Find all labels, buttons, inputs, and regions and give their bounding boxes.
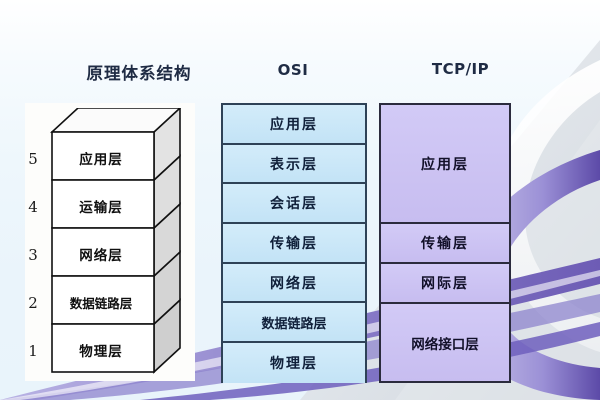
slab-front-5 [51, 131, 155, 181]
principle-3d-stack: 应用层 运输层 网络层 数据链路层 物理层 [50, 108, 190, 376]
osi-layer-stack: 应用层 表示层 会话层 传输层 网络层 数据链路层 物理层 [221, 103, 367, 383]
principle-layer-number-4: 4 [28, 198, 38, 216]
slab-front-2 [51, 275, 155, 325]
osi-layer-row-application: 应用层 [223, 105, 365, 145]
osi-layer-label-network: 网络层 [270, 275, 318, 292]
principle-layer-label-4: 运输层 [79, 200, 123, 216]
tcpip-layer-row-internet: 网际层 [381, 264, 509, 304]
osi-layer-row-network: 网络层 [223, 263, 365, 304]
principle-layer-label-2: 数据链路层 [69, 296, 133, 311]
osi-layer-label-session: 会话层 [270, 196, 318, 213]
principle-layer-label-5: 应用层 [79, 152, 123, 168]
principle-column-heading: 原理体系结构 [86, 64, 192, 83]
tcpip-layer-row-network-interface: 网络接口层 [381, 304, 509, 381]
tcpip-layer-label-transport: 传输层 [421, 236, 469, 252]
tcpip-layer-row-application: 应用层 [381, 105, 509, 224]
stack-svg [50, 108, 182, 374]
osi-column-heading: OSI [277, 61, 309, 79]
principle-layer-number-2: 2 [28, 294, 38, 312]
osi-layer-label-presentation: 表示层 [270, 156, 318, 173]
principle-layer-number-3: 3 [28, 246, 38, 264]
tcpip-column-heading: TCP/IP [431, 60, 490, 78]
slab-front-1 [51, 323, 155, 373]
tcpip-layer-label-application: 应用层 [421, 156, 469, 173]
principle-layer-number-5: 5 [28, 150, 38, 168]
slab-front-4 [51, 179, 155, 229]
osi-layer-row-physical: 物理层 [223, 343, 365, 383]
osi-layer-label-datalink: 数据链路层 [261, 316, 327, 332]
tcpip-layer-label-internet: 网际层 [421, 276, 469, 292]
principle-layer-label-3: 网络层 [79, 248, 123, 264]
principle-layer-label-1: 物理层 [79, 344, 123, 360]
osi-layer-label-physical: 物理层 [270, 355, 318, 372]
osi-layer-label-transport: 传输层 [270, 235, 318, 252]
osi-layer-row-session: 会话层 [223, 184, 365, 225]
osi-layer-row-datalink: 数据链路层 [223, 303, 365, 344]
osi-layer-row-presentation: 表示层 [223, 144, 365, 185]
tcpip-layer-stack: 应用层 传输层 网际层 网络接口层 [379, 103, 511, 383]
osi-layer-label-application: 应用层 [270, 116, 318, 133]
osi-layer-row-transport: 传输层 [223, 224, 365, 264]
principle-layer-number-1: 1 [28, 342, 38, 360]
tcpip-layer-row-transport: 传输层 [381, 224, 509, 264]
slab-front-3 [51, 227, 155, 277]
tcpip-layer-label-network-interface: 网络接口层 [411, 336, 479, 353]
